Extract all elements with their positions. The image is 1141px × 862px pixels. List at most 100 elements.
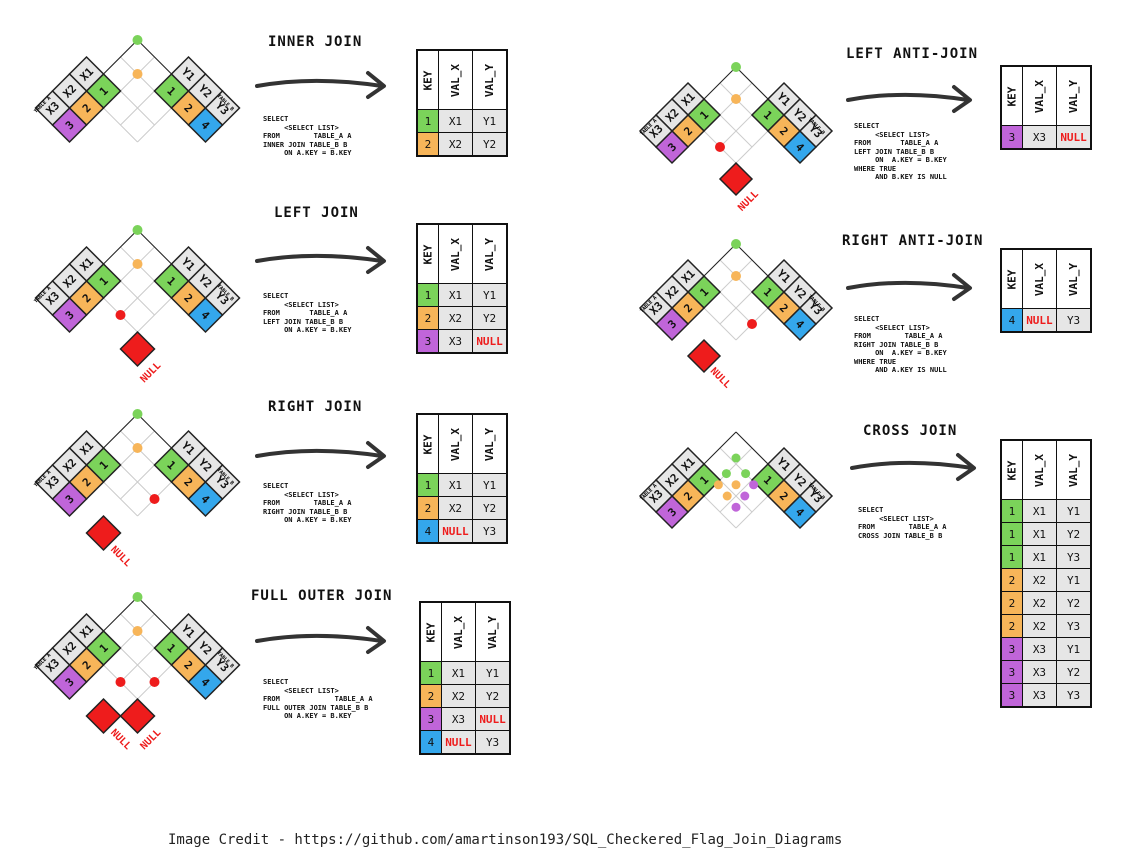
key-cell: 3 <box>1000 683 1023 708</box>
b-val-cell <box>204 463 241 501</box>
value-cell: X1 <box>437 473 474 497</box>
a-null-cell <box>686 338 722 374</box>
arrow-icon <box>255 246 386 274</box>
value-cell: X2 <box>1021 614 1058 638</box>
column-header: VAL_Y <box>1056 248 1092 309</box>
value-cell: Y2 <box>1056 660 1092 684</box>
key-cell: 2 <box>1000 591 1023 615</box>
value-cell: Y3 <box>1056 683 1092 708</box>
key-cell: 3 <box>416 329 439 354</box>
match-dot <box>749 480 759 490</box>
match-dot <box>132 409 143 419</box>
value-cell: Y3 <box>1056 614 1092 638</box>
right-anti-join-sql: SELECT <SELECT LIST> FROM TABLE_A A RIGH… <box>854 315 947 374</box>
a-null-cell-null-label: NULL <box>108 544 133 569</box>
value-cell: Y2 <box>472 306 508 330</box>
match-dot <box>731 239 741 249</box>
value-cell: Y3 <box>472 519 508 544</box>
match-dot <box>741 469 751 479</box>
column-header: VAL_Y <box>475 601 511 662</box>
column-header: VAL_X <box>1021 248 1058 309</box>
match-dot <box>731 502 741 512</box>
column-header: VAL_Y <box>472 49 508 110</box>
inner-join-title: INNER JOIN <box>268 34 363 50</box>
column-header: KEY <box>1000 248 1023 309</box>
a-null-cell <box>85 514 122 552</box>
match-dot <box>132 592 143 602</box>
match-dot <box>132 35 143 45</box>
match-dot <box>731 453 741 463</box>
column-header: VAL_X <box>437 413 474 474</box>
column-header: VAL_X <box>437 223 474 284</box>
value-cell: NULL <box>475 707 511 731</box>
key-cell: 2 <box>1000 568 1023 592</box>
arrow-icon <box>846 85 972 113</box>
value-cell: X2 <box>437 496 474 520</box>
column-header: KEY <box>416 413 439 474</box>
value-cell: X2 <box>1021 568 1058 592</box>
cross-join-title: CROSS JOIN <box>863 423 958 439</box>
value-cell: NULL <box>472 329 508 354</box>
column-header: VAL_X <box>440 601 477 662</box>
a-val-cell <box>638 113 674 149</box>
a-null-cell <box>85 697 122 735</box>
a-val-cell <box>34 279 71 317</box>
b-val-cell <box>798 113 834 149</box>
key-cell: 2 <box>1000 614 1023 638</box>
value-cell: Y2 <box>1056 522 1092 546</box>
a-val-cell <box>638 290 674 326</box>
value-cell: Y3 <box>475 730 511 755</box>
arrow-icon <box>846 273 972 301</box>
value-cell: X2 <box>437 132 474 157</box>
arrow-icon <box>255 71 386 99</box>
a-val-cell <box>34 89 71 127</box>
b-val-cell <box>798 290 834 326</box>
value-cell: Y3 <box>1056 308 1092 333</box>
value-cell: NULL <box>440 730 477 755</box>
key-cell: 1 <box>419 661 442 685</box>
left-join-sql: SELECT <SELECT LIST> FROM TABLE_A A LEFT… <box>263 292 352 334</box>
column-header: VAL_Y <box>1056 439 1092 500</box>
key-cell: 3 <box>1000 125 1023 150</box>
match-dot <box>132 69 143 79</box>
left-anti-join-sql: SELECT <SELECT LIST> FROM TABLE_A A LEFT… <box>854 122 947 181</box>
right-join-title: RIGHT JOIN <box>268 399 363 415</box>
null-dot <box>149 494 160 504</box>
null-dot <box>115 677 126 687</box>
value-cell: Y1 <box>475 661 511 685</box>
b-null-cell <box>119 330 156 368</box>
column-header: VAL_Y <box>472 223 508 284</box>
value-cell: X1 <box>440 661 477 685</box>
b-null-cell-null-label: NULL <box>139 360 164 385</box>
value-cell: Y1 <box>1056 568 1092 592</box>
left-anti-join-title: LEFT ANTI-JOIN <box>846 46 979 62</box>
column-header: VAL_Y <box>1056 65 1092 126</box>
b-val-cell <box>204 89 241 127</box>
column-header: VAL_Y <box>472 413 508 474</box>
b-null-cell <box>718 161 754 197</box>
match-dot <box>731 271 741 281</box>
key-cell: 2 <box>416 306 439 330</box>
value-cell: NULL <box>1056 125 1092 150</box>
b-null-cell <box>119 697 156 735</box>
a-val-cell <box>34 463 71 501</box>
match-dot <box>731 480 741 490</box>
arrow-icon <box>255 626 386 654</box>
value-cell: X3 <box>440 707 477 731</box>
